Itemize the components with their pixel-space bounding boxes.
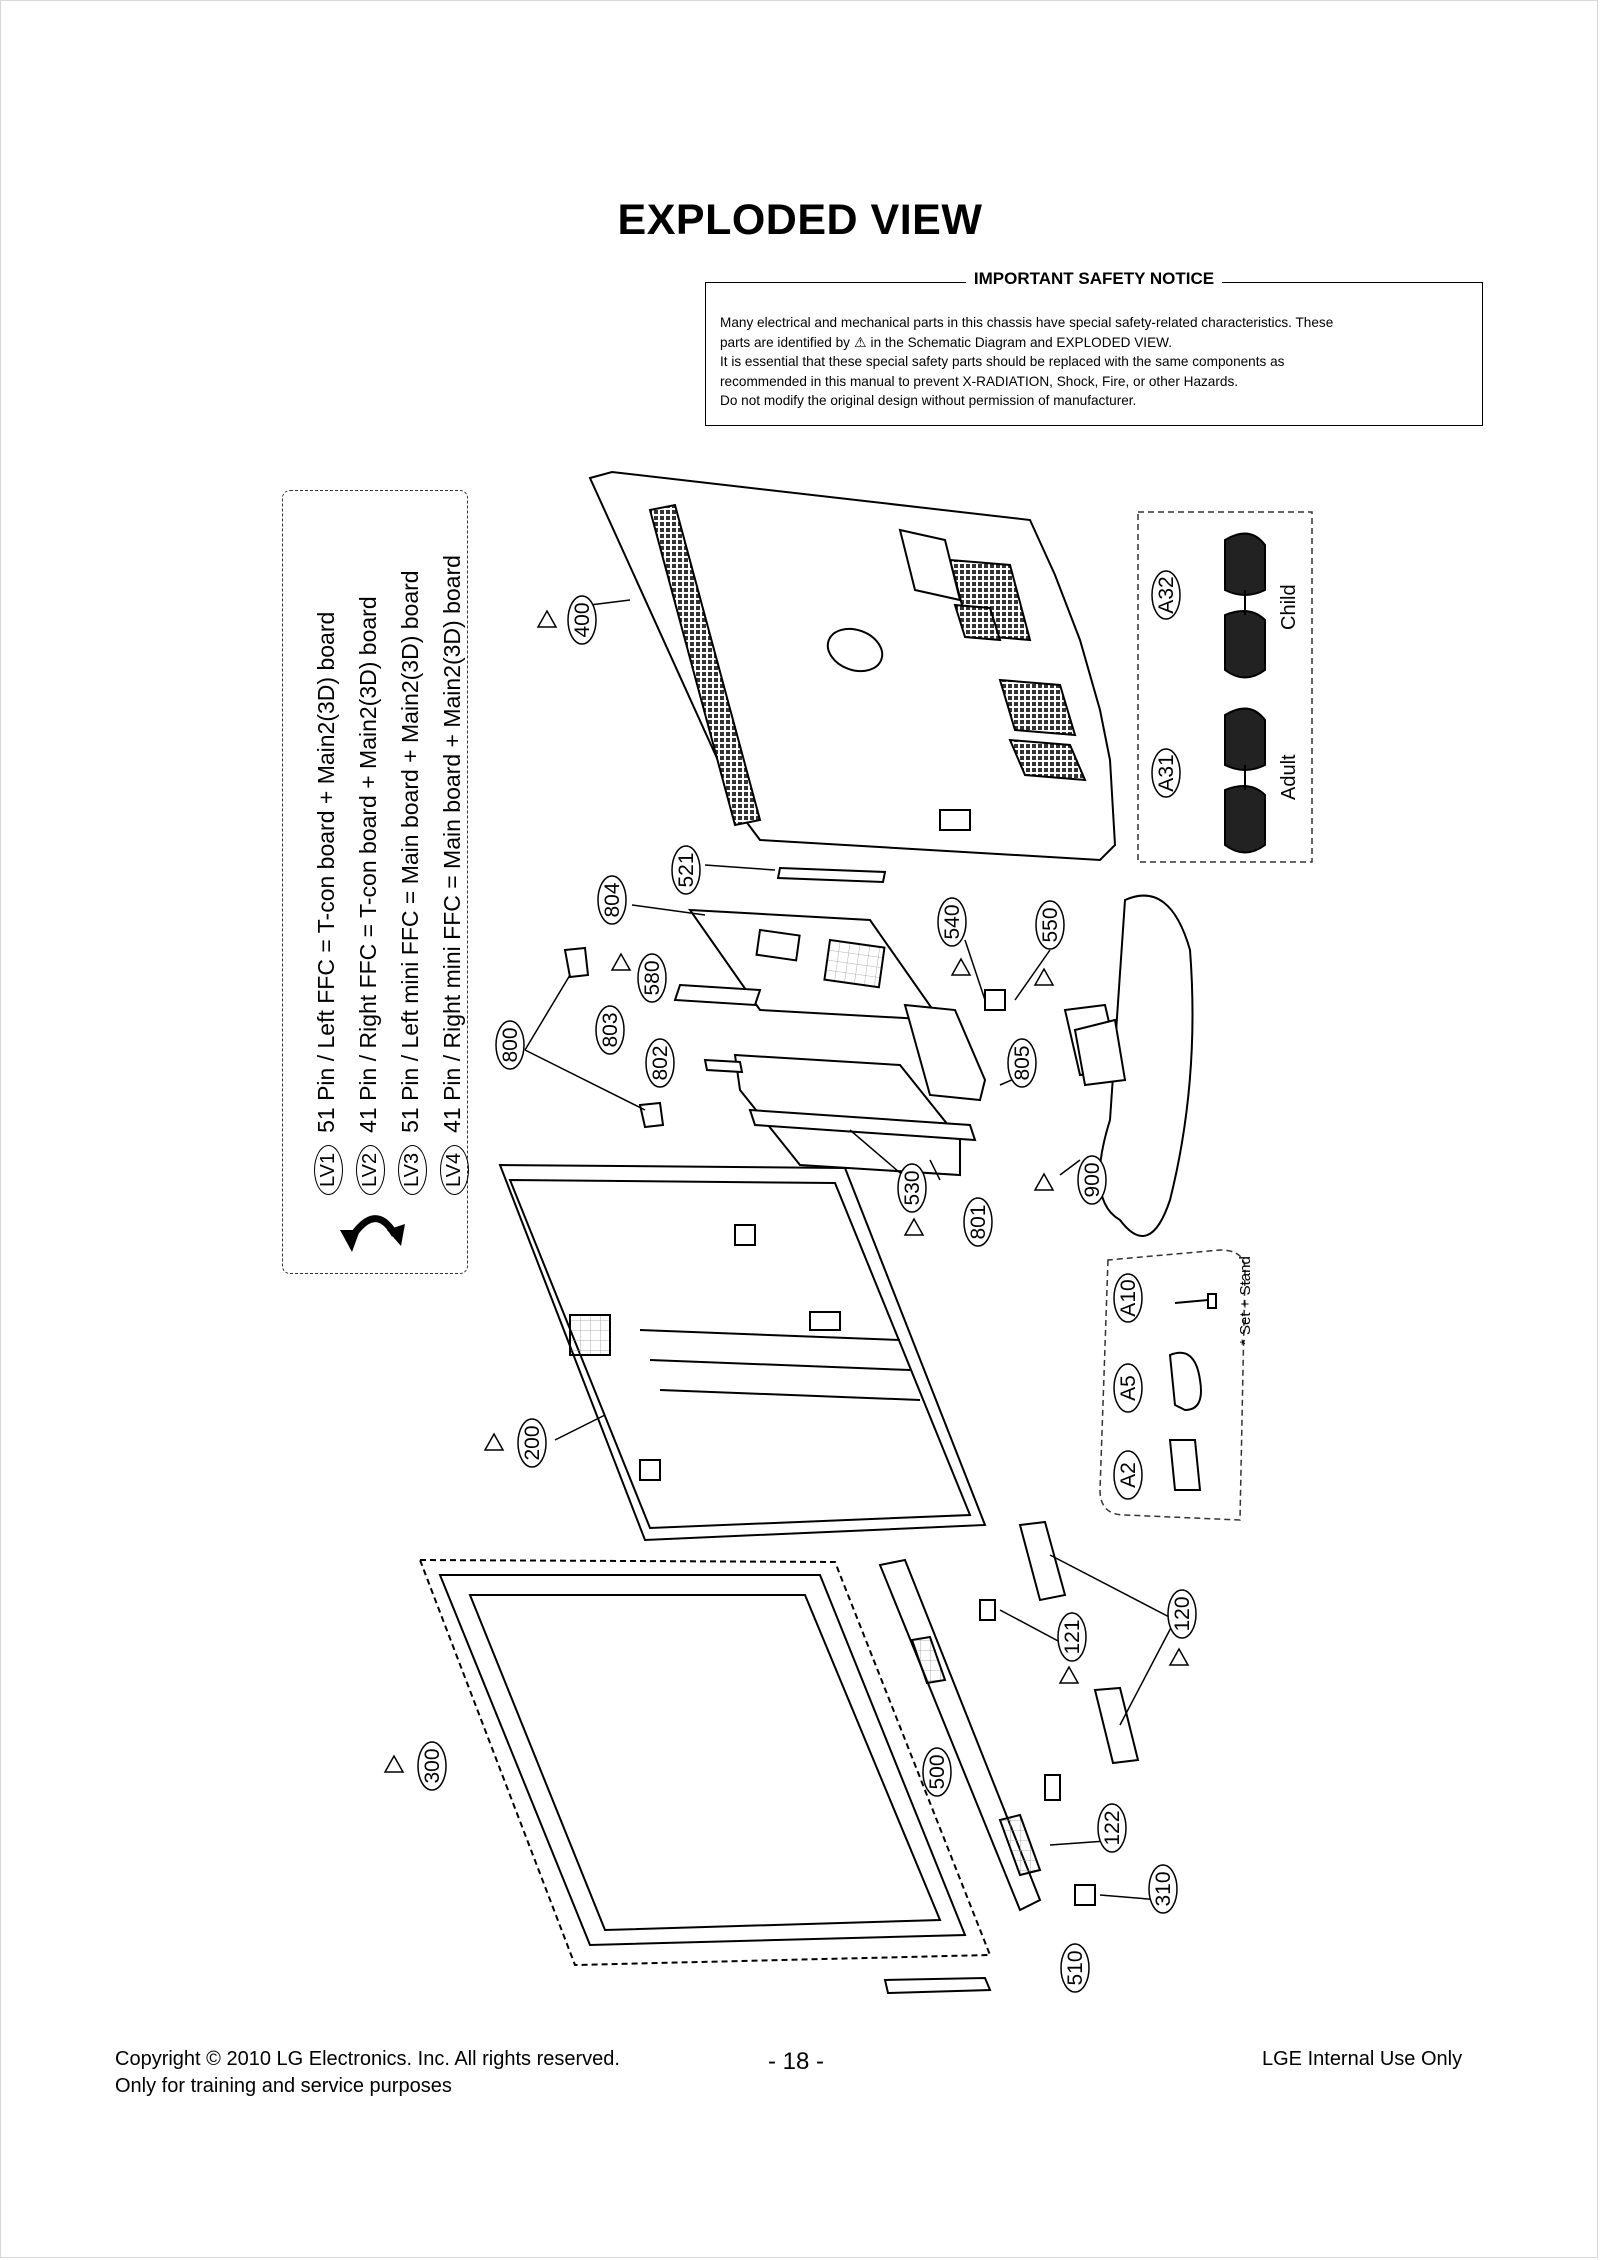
callout: 804 <box>597 875 627 925</box>
safety-notice-body: Many electrical and mechanical parts in … <box>720 313 1468 411</box>
svg-text:900: 900 <box>1081 1162 1104 1197</box>
remote-control-icon <box>1168 1439 1202 1491</box>
svg-text:120: 120 <box>1171 1596 1194 1631</box>
chassis-frame-part <box>498 1163 987 1542</box>
svg-text:800: 800 <box>499 1027 522 1062</box>
svg-text:A2: A2 <box>1117 1462 1140 1488</box>
callout: 521 <box>671 845 701 895</box>
callout: 801 <box>963 1197 993 1247</box>
svg-text:550: 550 <box>1039 907 1062 942</box>
callout: 200 <box>517 1418 547 1468</box>
accessory-note: * Set + Stand <box>1237 1256 1254 1345</box>
callout: 580 <box>637 953 667 1003</box>
callout: 540 <box>937 897 967 947</box>
clip-part <box>563 946 665 1129</box>
svg-text:580: 580 <box>641 960 664 995</box>
main-board-part <box>673 908 942 1022</box>
ffc-legend-box <box>282 490 468 1274</box>
svg-text:510: 510 <box>1064 1950 1087 1985</box>
stand-part <box>1063 894 1194 1237</box>
callout: A10 <box>1113 1273 1143 1323</box>
3d-glasses-adult-icon <box>1224 707 1266 854</box>
svg-text:200: 200 <box>521 1425 544 1460</box>
callout-group: 400 521 804 580 803 802 800 540 550 805 … <box>417 570 1197 1993</box>
callout: 805 <box>1007 1038 1037 1088</box>
notice-line-1: Many electrical and mechanical parts in … <box>720 315 1334 330</box>
callout: 400 <box>567 595 597 645</box>
back-cover-part <box>588 470 1117 862</box>
cloth-icon <box>1168 1351 1202 1412</box>
svg-text:802: 802 <box>649 1045 672 1080</box>
power-board-part <box>703 1053 977 1177</box>
speaker-part <box>1018 1520 1140 1765</box>
page-title: EXPLODED VIEW <box>617 196 983 244</box>
small-parts <box>883 1599 1096 1995</box>
svg-text:122: 122 <box>1101 1810 1124 1845</box>
bracket-part <box>903 989 1006 1102</box>
glasses-child-label: Child <box>1278 584 1300 630</box>
svg-text:A5: A5 <box>1117 1375 1140 1401</box>
leader-lines <box>524 599 1176 1901</box>
svg-text:521: 521 <box>675 852 698 887</box>
accessory-box <box>1099 1249 1246 1521</box>
svg-text:400: 400 <box>571 602 594 637</box>
callout: 300 <box>417 1741 447 1791</box>
callout: A5 <box>1113 1363 1143 1413</box>
callout: 803 <box>595 1005 625 1055</box>
callout: 900 <box>1077 1155 1107 1205</box>
callout: 122 <box>1097 1803 1127 1853</box>
callout: A31 <box>1151 748 1181 798</box>
svg-text:A31: A31 <box>1155 754 1178 791</box>
callout: A2 <box>1113 1450 1143 1500</box>
footer-internal-use: LGE Internal Use Only <box>1262 2048 1463 2070</box>
notice-line-4: recommended in this manual to prevent X-… <box>720 373 1239 389</box>
callout: 500 <box>922 1747 952 1797</box>
callout: 802 <box>645 1038 675 1088</box>
callout: 550 <box>1035 900 1065 950</box>
notice-line-3: It is essential that these special safet… <box>720 354 1285 369</box>
callout: A32 <box>1151 570 1181 620</box>
rotate-arrow-icon <box>340 1215 405 1252</box>
warning-triangle-icon: ⚠ <box>853 333 867 350</box>
front-bezel-part <box>418 1558 992 1967</box>
footer-copyright: Copyright © 2010 LG Electronics. Inc. Al… <box>115 2048 620 2070</box>
svg-text:805: 805 <box>1011 1045 1034 1080</box>
callout: 120 <box>1167 1589 1197 1639</box>
svg-text:530: 530 <box>901 1170 924 1205</box>
safety-notice-heading: IMPORTANT SAFETY NOTICE <box>706 269 1482 289</box>
notice-line-5: Do not modify the original design withou… <box>720 393 1137 408</box>
footer-purpose: Only for training and service purposes <box>115 2075 452 2097</box>
svg-text:500: 500 <box>926 1754 949 1789</box>
svg-text:A32: A32 <box>1155 576 1178 613</box>
page-number: - 18 - <box>768 2048 825 2075</box>
glasses-adult-label: Adult <box>1278 754 1300 800</box>
svg-text:804: 804 <box>601 882 624 917</box>
svg-text:121: 121 <box>1061 1619 1084 1654</box>
button-board-part <box>776 866 887 884</box>
screw-icon <box>1174 1293 1217 1309</box>
callout: 310 <box>1148 1864 1178 1914</box>
callout: 530 <box>897 1163 927 1213</box>
safety-notice-box: IMPORTANT SAFETY NOTICE Many electrical … <box>705 269 1483 426</box>
speaker-bar-part <box>878 1558 1042 1912</box>
glasses-box <box>1137 511 1313 863</box>
svg-text:A10: A10 <box>1117 1279 1140 1316</box>
callout: 800 <box>495 1020 525 1070</box>
svg-text:803: 803 <box>599 1012 622 1047</box>
notice-line-2: parts are identified by⚠in the Schematic… <box>720 333 1468 353</box>
3d-glasses-child-icon <box>1224 532 1266 679</box>
safety-warning-icons <box>383 609 1190 1773</box>
svg-text:310: 310 <box>1152 1871 1175 1906</box>
svg-text:801: 801 <box>967 1204 990 1239</box>
svg-text:300: 300 <box>421 1748 444 1783</box>
callout: 510 <box>1060 1943 1090 1993</box>
callout: 121 <box>1057 1612 1087 1662</box>
svg-text:540: 540 <box>941 904 964 939</box>
